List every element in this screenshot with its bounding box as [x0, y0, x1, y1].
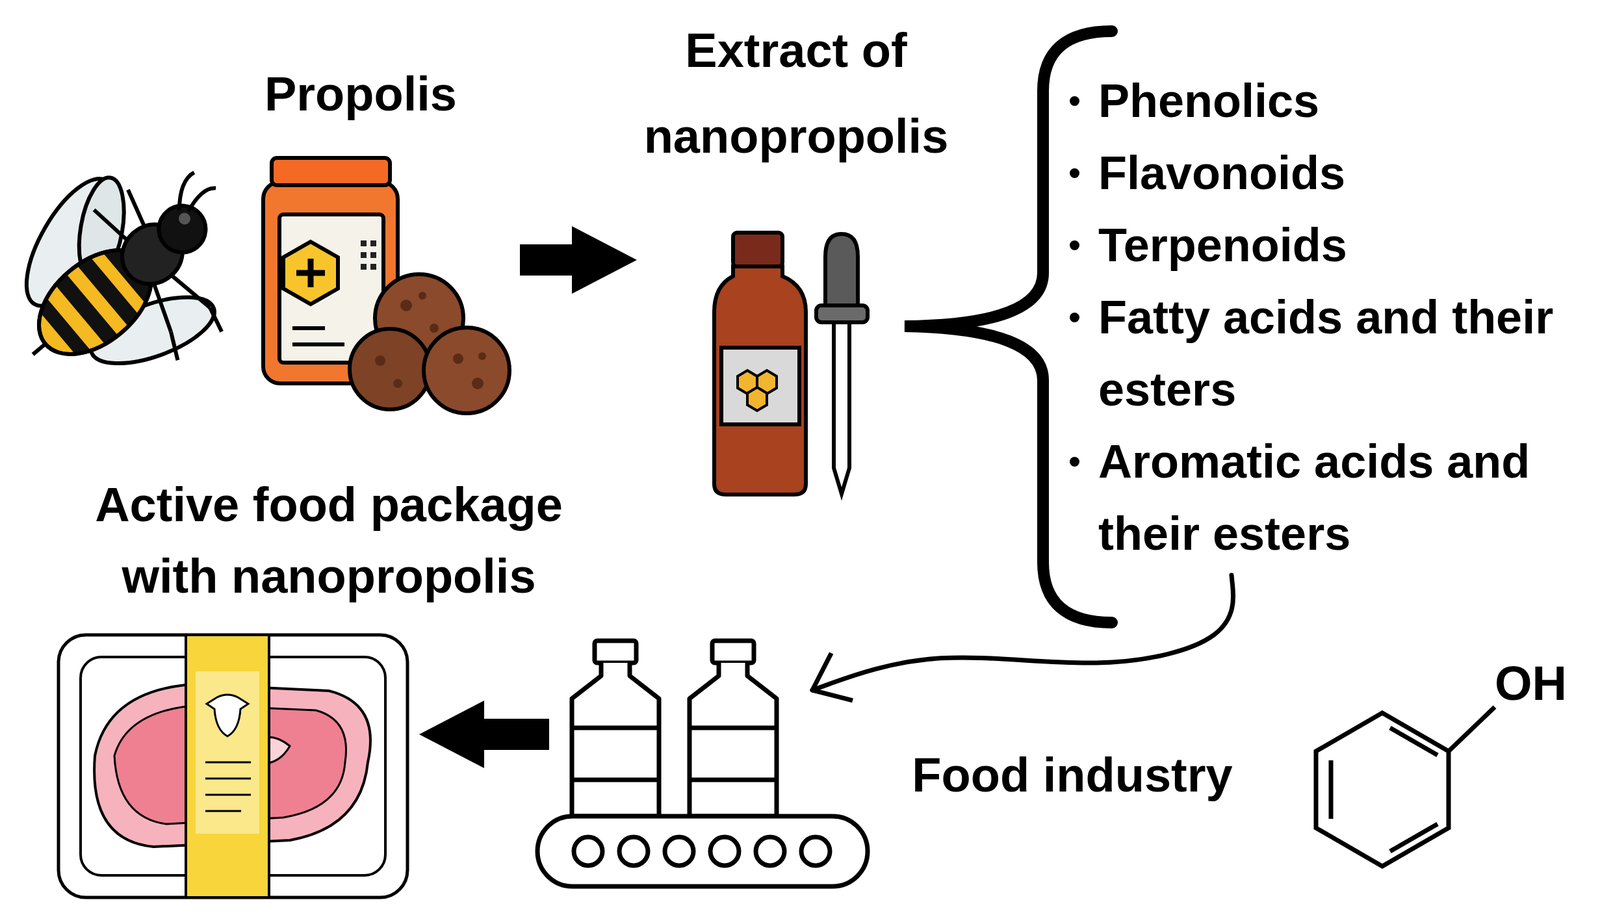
connector	[419, 700, 550, 769]
propolis-balls	[349, 274, 510, 414]
heading: Active food package with nanopropolis	[55, 469, 602, 613]
list-item: Flavonoids	[1065, 137, 1589, 210]
roller	[755, 837, 785, 866]
roller	[801, 837, 830, 866]
bottles-conveyor	[537, 640, 868, 887]
roller	[710, 837, 739, 866]
curved-arrow	[812, 575, 1234, 691]
roller	[573, 837, 603, 866]
heading: Propolis	[201, 64, 520, 124]
list-item: Aromatic acids and their esters	[1065, 425, 1589, 570]
arrow-shaft	[482, 718, 550, 750]
bee-icon	[0, 108, 290, 435]
roller	[619, 837, 648, 866]
propolis-node: Propolis	[6, 64, 520, 416]
arrow-head	[419, 700, 485, 769]
package-node: Active food package with nanopropolis	[55, 469, 602, 905]
list-item: Terpenoids	[1065, 209, 1589, 282]
meat-tray	[55, 632, 411, 901]
heading: Food industry	[890, 739, 1255, 812]
industry-node: Food industry	[552, 682, 1255, 897]
dropper	[816, 233, 868, 494]
connector	[519, 226, 637, 294]
connector	[812, 575, 1234, 701]
extract-bottle	[714, 232, 806, 495]
arrow-head	[571, 226, 637, 294]
phenol-structure	[1316, 707, 1495, 867]
list-item: Phenolics	[1065, 64, 1589, 138]
roller	[664, 837, 694, 866]
extract-node: Extract of nanopropolis	[620, 7, 972, 502]
list-item: Fatty acids and their esters	[1065, 281, 1589, 426]
compound-list: PhenolicsFlavonoidsTerpenoidsFatty acids…	[1065, 64, 1589, 570]
arrow-head	[812, 653, 853, 701]
arrow-shaft	[519, 244, 574, 276]
heading: Extract of nanopropolis	[620, 7, 972, 180]
atom-label: OH	[1494, 657, 1567, 710]
